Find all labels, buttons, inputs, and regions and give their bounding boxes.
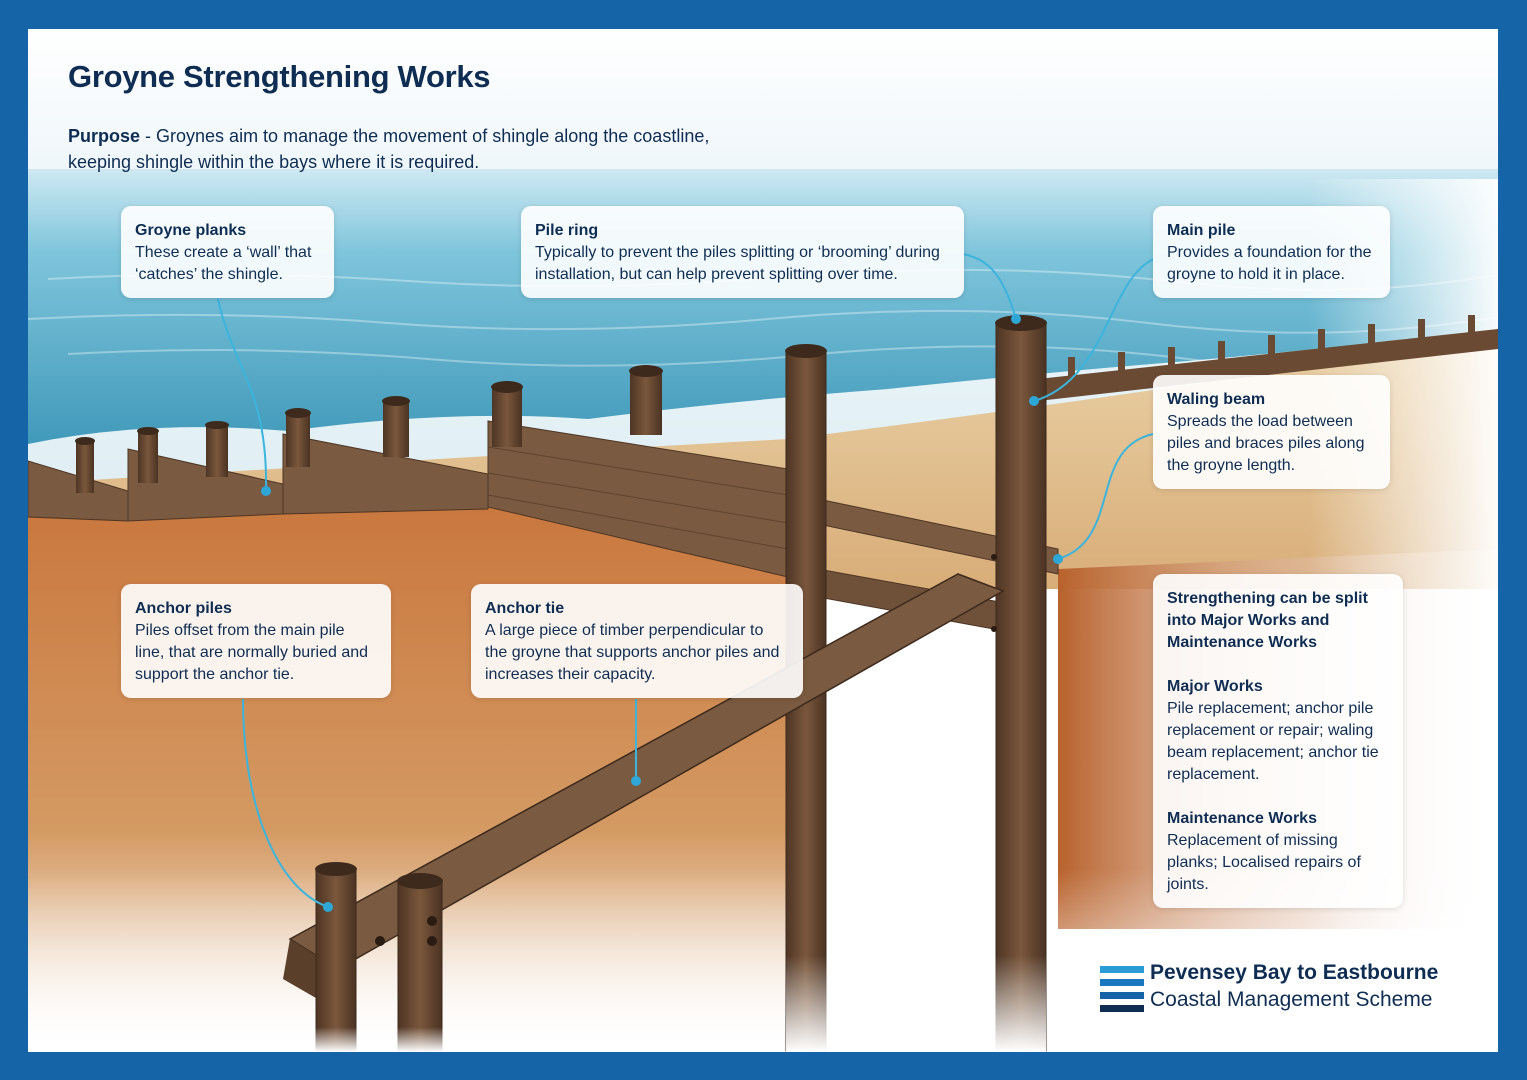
callout-text: Piles offset from the main pile line, th… [135,622,369,683]
callout-heading: Main pile [1167,222,1236,239]
logo-stripes-icon [1100,966,1144,1012]
callout-text: Spreads the load between piles and brace… [1167,413,1365,474]
scheme-logo: Pevensey Bay to Eastbourne Coastal Manag… [1100,961,1490,1021]
callout-pile-ring: Pile ring Typically to prevent the piles… [521,206,964,298]
purpose-statement: Purpose - Groynes aim to manage the move… [68,123,768,175]
purpose-label: Purpose [68,126,141,146]
callout-works-summary: Strengthening can be split into Major Wo… [1153,574,1403,908]
callout-heading: Anchor tie [485,600,565,617]
major-works-heading: Major Works [1167,678,1263,695]
callout-anchor-tie: Anchor tie A large piece of timber perpe… [471,584,803,698]
callout-text: Typically to prevent the piles splitting… [535,244,940,283]
callout-groyne-planks: Groyne planks These create a ‘wall’ that… [121,206,334,298]
callout-text: A large piece of timber perpendicular to… [485,622,780,683]
callout-text: These create a ‘wall’ that ‘catches’ the… [135,244,312,283]
major-works-text: Pile replacement; anchor pile replacemen… [1167,700,1379,783]
callout-heading: Groyne planks [135,222,247,239]
callout-heading: Anchor piles [135,600,232,617]
maintenance-works-text: Replacement of missing planks; Localised… [1167,832,1361,893]
callout-main-pile: Main pile Provides a foundation for the … [1153,206,1390,298]
maintenance-works-heading: Maintenance Works [1167,810,1317,827]
purpose-text: - Groynes aim to manage the movement of … [68,126,710,172]
callout-waling-beam: Waling beam Spreads the load between pil… [1153,375,1390,489]
callout-heading: Waling beam [1167,391,1266,408]
callout-text: Provides a foundation for the groyne to … [1167,244,1372,283]
works-intro: Strengthening can be split into Major Wo… [1167,590,1368,651]
callout-heading: Pile ring [535,222,599,239]
logo-line2: Coastal Management Scheme [1150,988,1433,1011]
page-title: Groyne Strengthening Works [68,59,491,94]
infographic-frame: Groyne Strengthening Works Purpose - Gro… [28,29,1498,1052]
callout-anchor-piles: Anchor piles Piles offset from the main … [121,584,391,698]
logo-line1: Pevensey Bay to Eastbourne [1150,961,1439,984]
